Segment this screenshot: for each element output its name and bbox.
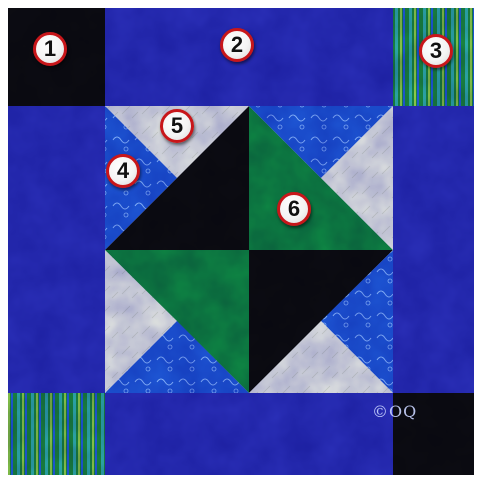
copyright-watermark: ©OQ — [372, 402, 417, 421]
label-badge-5: 5 — [160, 109, 194, 143]
label-badge-4: 4 — [106, 154, 140, 188]
label-badge-3: 3 — [419, 34, 453, 68]
label-badge-1: 1 — [33, 32, 67, 66]
label-badge-2: 2 — [220, 28, 254, 62]
label-badge-6: 6 — [277, 192, 311, 226]
